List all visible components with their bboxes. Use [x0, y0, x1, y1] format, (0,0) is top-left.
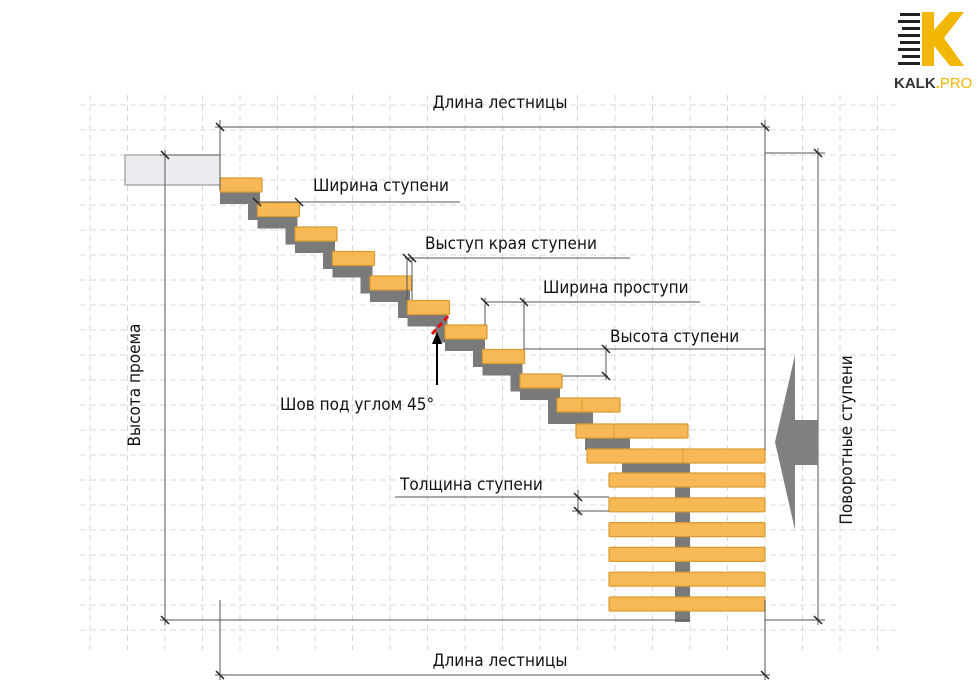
- tread: [406, 299, 451, 316]
- tread: [608, 521, 766, 538]
- tread: [369, 275, 413, 291]
- tread: [219, 177, 263, 193]
- dimension-lines: [160, 120, 825, 680]
- tread: [608, 596, 766, 612]
- tread: [519, 373, 563, 389]
- tread: [444, 324, 488, 340]
- tread: [586, 448, 766, 464]
- tread: [481, 348, 526, 365]
- dimension-ticks: [160, 122, 823, 680]
- nosing-label: Выступ края ступени: [425, 234, 597, 254]
- step-width-label: Ширина ступени: [313, 176, 449, 196]
- length-top-label: Длина лестницы: [433, 93, 568, 113]
- tread: [608, 571, 766, 587]
- tread: [331, 250, 376, 267]
- winder-steps-label: Поворотные ступени: [837, 355, 857, 524]
- seam-arrow-icon: [432, 332, 442, 344]
- step-thickness-label: Толщина ступени: [399, 475, 543, 495]
- kalk-pro-logo: KALK.PRO: [894, 12, 972, 92]
- tread: [294, 226, 338, 242]
- step-height-label: Высота ступени: [610, 327, 739, 347]
- seam-45-mark: [430, 312, 452, 336]
- tread: [256, 201, 301, 218]
- stringer-segment: [548, 410, 593, 424]
- tread: [575, 423, 689, 439]
- svg-text:KALK.PRO: KALK.PRO: [894, 75, 972, 92]
- opening-height-label: Высота проема: [125, 324, 145, 447]
- length-bottom-label: Длина лестницы: [433, 651, 568, 671]
- treads: [219, 177, 766, 612]
- tread-width-label: Ширина проступи: [543, 278, 689, 298]
- tread: [608, 546, 766, 563]
- tread: [556, 397, 621, 413]
- upper-landing: [124, 154, 221, 186]
- stringer-segment: [585, 436, 630, 450]
- tread: [608, 472, 766, 488]
- tread: [608, 497, 766, 513]
- seam-label: Шов под углом 45°: [280, 395, 434, 415]
- winder-direction-arrow-icon: [775, 355, 818, 530]
